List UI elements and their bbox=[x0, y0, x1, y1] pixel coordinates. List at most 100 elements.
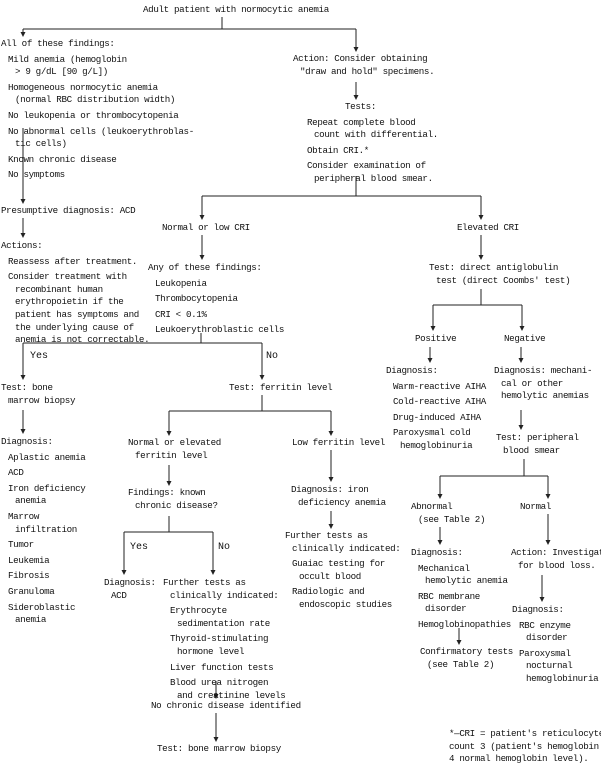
arrowhead bbox=[518, 425, 524, 430]
list-item: endoscopic studies bbox=[299, 598, 392, 610]
list-item: Leukoerythroblastic cells bbox=[155, 324, 285, 336]
list-item: Sideroblastic bbox=[8, 601, 76, 613]
elevated-cri-node: Elevated CRI bbox=[457, 222, 519, 235]
text-line: deficiency anemia bbox=[298, 496, 386, 508]
arrowhead bbox=[20, 375, 26, 380]
list-item: No leukopenia or thrombocytopenia bbox=[8, 109, 179, 121]
arrowhead bbox=[166, 431, 172, 436]
list-item: Granuloma bbox=[8, 585, 55, 597]
arrowhead bbox=[328, 431, 334, 436]
list-item: Guaiac testing for bbox=[292, 558, 385, 570]
list-item: Paroxysmal cold bbox=[393, 427, 471, 439]
block-title: All of these findings: bbox=[1, 38, 115, 49]
block-title: Further tests as bbox=[285, 530, 368, 541]
actions-node: Actions:Reassess after treatment.Conside… bbox=[1, 240, 150, 347]
arrowhead bbox=[545, 540, 551, 545]
negative-text: Negative bbox=[504, 333, 546, 344]
text-line: cal or other bbox=[501, 377, 563, 389]
block-title: Further tests as bbox=[163, 577, 246, 588]
list-item: ACD bbox=[8, 467, 24, 479]
list-item: Thyroid-stimulating bbox=[170, 633, 269, 645]
low-ferritin-text: Low ferritin level bbox=[292, 437, 385, 448]
list-item: peripheral blood smear. bbox=[314, 172, 433, 184]
list-item: Repeat complete blood bbox=[307, 116, 416, 128]
test-bm2-text: Test: bone marrow biopsy bbox=[157, 743, 281, 754]
list-item: anemia bbox=[15, 495, 46, 507]
list-item: Erythrocyte bbox=[170, 605, 227, 617]
text-line: blood smear bbox=[503, 444, 560, 456]
list-item: Tumor bbox=[8, 539, 34, 551]
no-chronic-node: No chronic disease identified bbox=[151, 700, 301, 713]
footnote-line: count 3 (patient's hemoglobin bbox=[449, 740, 599, 752]
action-draw-hold-node: Action: Consider obtaining"draw and hold… bbox=[293, 53, 435, 78]
test-bone-marrow-2-node: Test: bone marrow biopsy bbox=[157, 743, 281, 756]
list-item: Homogeneous normocytic anemia bbox=[8, 81, 158, 93]
normal-node: Normal bbox=[520, 501, 551, 514]
abnormal-node: Abnormal(see Table 2) bbox=[411, 501, 485, 526]
no-chronic-text: No chronic disease identified bbox=[151, 700, 301, 711]
list-item: hormone level bbox=[177, 645, 245, 657]
list-item: hemolytic anemia bbox=[425, 575, 508, 587]
list-item: count with differential. bbox=[314, 129, 438, 141]
list-item: hemoglobinuria bbox=[526, 672, 599, 684]
text-line: ACD bbox=[111, 589, 127, 601]
list-item: anemia bbox=[15, 614, 46, 626]
list-item: Iron deficiency bbox=[8, 482, 86, 494]
yes-label-2: Yes bbox=[130, 542, 149, 553]
list-item: Paroxysmal bbox=[519, 647, 571, 659]
list-item: hemoglobinuria bbox=[400, 439, 473, 451]
footnote-line: *—CRI = patient's reticulocyte bbox=[449, 728, 601, 739]
text-line: Diagnosis: mechani- bbox=[494, 365, 593, 376]
arrowhead bbox=[519, 326, 525, 331]
arrowhead bbox=[199, 215, 205, 220]
list-item: Fibrosis bbox=[8, 570, 50, 582]
arrowhead bbox=[121, 570, 127, 575]
list-item: No abnormal cells (leukoerythroblas- bbox=[8, 125, 194, 137]
left-findings-node: All of these findings:Mild anemia (hemog… bbox=[1, 38, 194, 182]
arrowhead bbox=[437, 494, 443, 499]
arrowhead bbox=[427, 358, 433, 363]
arrowhead bbox=[199, 255, 205, 260]
list-item: Blood urea nitrogen bbox=[170, 677, 269, 689]
root-node: Adult patient with normocytic anemia bbox=[143, 4, 329, 17]
block-title: Any of these findings: bbox=[148, 262, 262, 273]
arrowhead bbox=[478, 215, 484, 220]
arrowhead bbox=[328, 477, 334, 482]
text-line: Abnormal bbox=[411, 501, 453, 512]
arrowhead bbox=[20, 32, 26, 37]
list-item: Marrow bbox=[8, 510, 39, 522]
normal-text: Normal bbox=[520, 501, 551, 512]
block-title: Tests: bbox=[345, 101, 376, 112]
list-item: Known chronic disease bbox=[8, 153, 117, 165]
arrowhead bbox=[259, 375, 265, 380]
low-ferritin-node: Low ferritin level bbox=[292, 437, 385, 450]
arrowhead bbox=[353, 95, 359, 100]
list-item: and creatinine levels bbox=[177, 689, 286, 701]
text-line: hemolytic anemias bbox=[501, 390, 589, 402]
arrowhead bbox=[210, 570, 216, 575]
normal-low-cri-node: Normal or low CRI bbox=[162, 222, 250, 235]
text-line: for blood loss. bbox=[518, 559, 596, 571]
arrowhead bbox=[20, 199, 26, 204]
arrowhead bbox=[518, 358, 524, 363]
arrowhead bbox=[213, 737, 219, 742]
arrowhead bbox=[20, 429, 26, 434]
block-title: Diagnosis: bbox=[386, 365, 438, 376]
list-item: tic cells) bbox=[15, 138, 67, 150]
test-ferritin-node: Test: ferritin level bbox=[229, 382, 333, 395]
list-item: disorder bbox=[425, 603, 467, 615]
presumptive-diagnosis-node: Presumptive diagnosis: ACD bbox=[1, 205, 136, 218]
list-item: Mechanical bbox=[418, 562, 470, 574]
presumptive-text: Presumptive diagnosis: ACD bbox=[1, 205, 136, 216]
text-line: (see Table 2) bbox=[427, 658, 495, 670]
